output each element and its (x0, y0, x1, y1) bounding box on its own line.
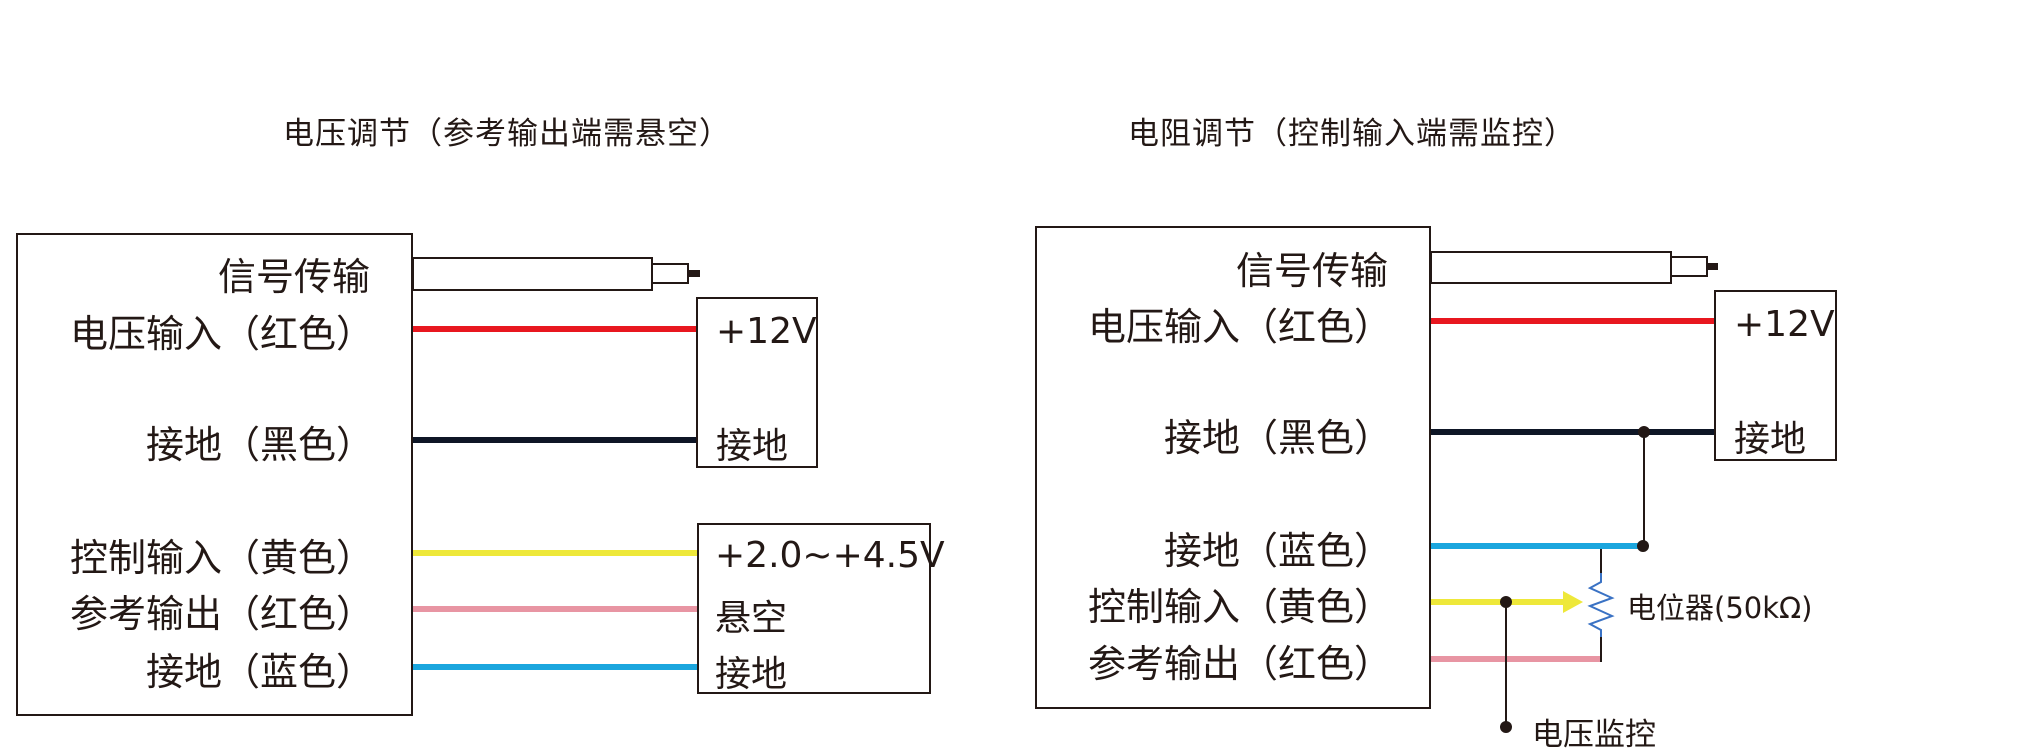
blue-junction-dot (1637, 540, 1649, 552)
left-diagram-title: 电压调节（参考输出端需悬空） (283, 116, 731, 152)
right-label-signal: 信号传输 (1235, 249, 1388, 293)
voltage-monitor-label: 电压监控 (1532, 717, 1656, 753)
right-sensor-box (1035, 226, 1431, 709)
potentiometer-zigzag (1587, 573, 1615, 637)
right-label-gnd-black: 接地（黑色） (1163, 416, 1392, 460)
left-connector-tip (688, 270, 700, 277)
black-junction-dot (1638, 426, 1650, 438)
right-cable-connector (1670, 256, 1708, 277)
left-control-gnd: 接地 (715, 654, 788, 695)
left-label-power: 电压输入（红色） (69, 312, 374, 356)
left-label-control: 控制输入（黄色） (69, 536, 374, 580)
left-label-signal: 信号传输 (217, 255, 370, 299)
wiper-arrow (1563, 591, 1583, 613)
right-supply-12v: +12V (1734, 304, 1835, 345)
left-label-gnd-black: 接地（黑色） (145, 423, 374, 467)
left-cable-connector (651, 263, 689, 284)
left-control-range: +2.0~+4.5V (715, 535, 945, 576)
right-diagram-title: 电阻调节（控制输入端需监控） (1128, 116, 1576, 152)
left-supply-gnd: 接地 (716, 426, 789, 467)
right-signal-cable (1430, 251, 1672, 284)
right-label-ref: 参考输出（红色） (1087, 642, 1392, 686)
left-label-ref: 参考输出（红色） (69, 592, 374, 636)
left-sensor-box (16, 233, 413, 716)
left-supply-box: +12V 接地 (696, 297, 818, 468)
right-label-power: 电压输入（红色） (1087, 305, 1392, 349)
left-supply-12v: +12V (716, 311, 817, 352)
right-label-control: 控制输入（黄色） (1087, 585, 1392, 629)
yellow-junction-dot (1500, 596, 1512, 608)
left-label-gnd-blue: 接地（蓝色） (145, 650, 374, 694)
right-label-gnd-blue: 接地（蓝色） (1163, 529, 1392, 573)
left-signal-cable (412, 257, 653, 291)
right-supply-box: +12V 接地 (1714, 290, 1837, 461)
left-control-float: 悬空 (715, 598, 788, 639)
monitor-terminal-dot (1500, 721, 1512, 733)
right-connector-tip (1707, 263, 1718, 270)
potentiometer-label: 电位器(50kΩ) (1627, 591, 1813, 625)
left-control-box: +2.0~+4.5V 悬空 接地 (697, 523, 945, 695)
right-supply-gnd: 接地 (1734, 419, 1807, 460)
